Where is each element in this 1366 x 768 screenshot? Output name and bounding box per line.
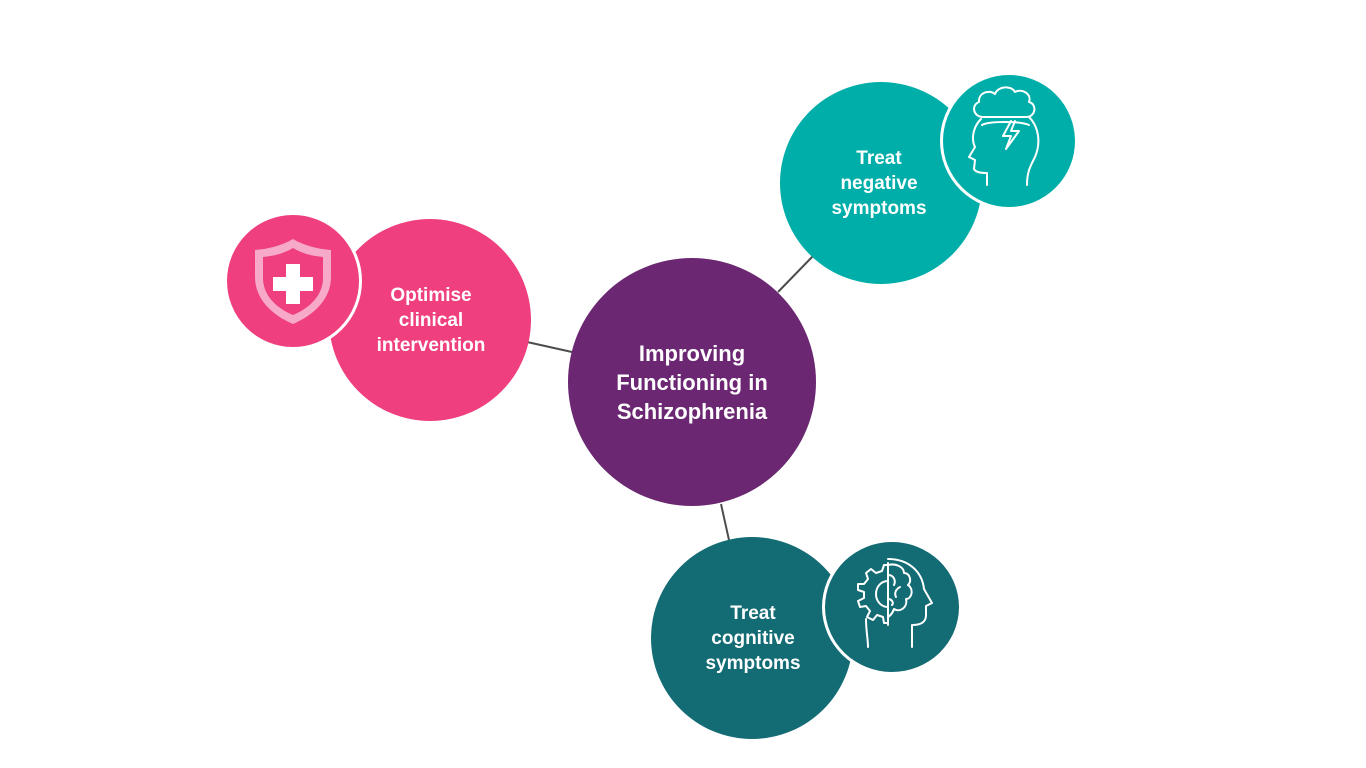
node-cognitive-line-3: symptoms [705,652,801,674]
node-cognitive-line-2: cognitive [711,627,795,649]
node-clinical-line-2: clinical [398,309,464,331]
center-label-line-1: Improving [638,340,746,366]
node-clinical-label: Optimise clinical intervention [377,283,486,358]
node-optimise-clinical-intervention: Optimise clinical intervention [329,219,531,421]
node-negative-line-3: symptoms [831,197,927,219]
icon-badge-cognitive [822,539,962,675]
shield-cross-icon [255,239,331,324]
node-treat-cognitive-symptoms: Treat cognitive symptoms [651,537,853,739]
connector-cognitive [720,503,730,541]
head-storm-cloud-icon [968,86,1040,186]
node-treat-negative-symptoms: Treat negative symptoms [780,82,982,284]
center-label: Improving Functioning in Schizophrenia [616,339,768,426]
center-label-line-3: Schizophrenia [616,398,768,424]
connector-negative [777,255,814,293]
icon-badge-clinical [224,212,362,350]
node-negative-label: Treat negative symptoms [831,146,926,221]
node-cognitive-line-1: Treat [730,602,776,624]
node-clinical-line-1: Optimise [390,284,472,306]
node-negative-line-1: Treat [856,147,902,169]
head-gear-brain-icon [857,558,933,648]
icon-badge-negative [940,72,1078,210]
node-clinical-line-3: intervention [376,334,486,356]
center-label-line-2: Functioning in [616,369,768,395]
node-negative-line-2: negative [840,172,918,194]
node-cognitive-label: Treat cognitive symptoms [705,601,800,676]
center-node: Improving Functioning in Schizophrenia [568,258,816,506]
connector-clinical [526,341,573,353]
